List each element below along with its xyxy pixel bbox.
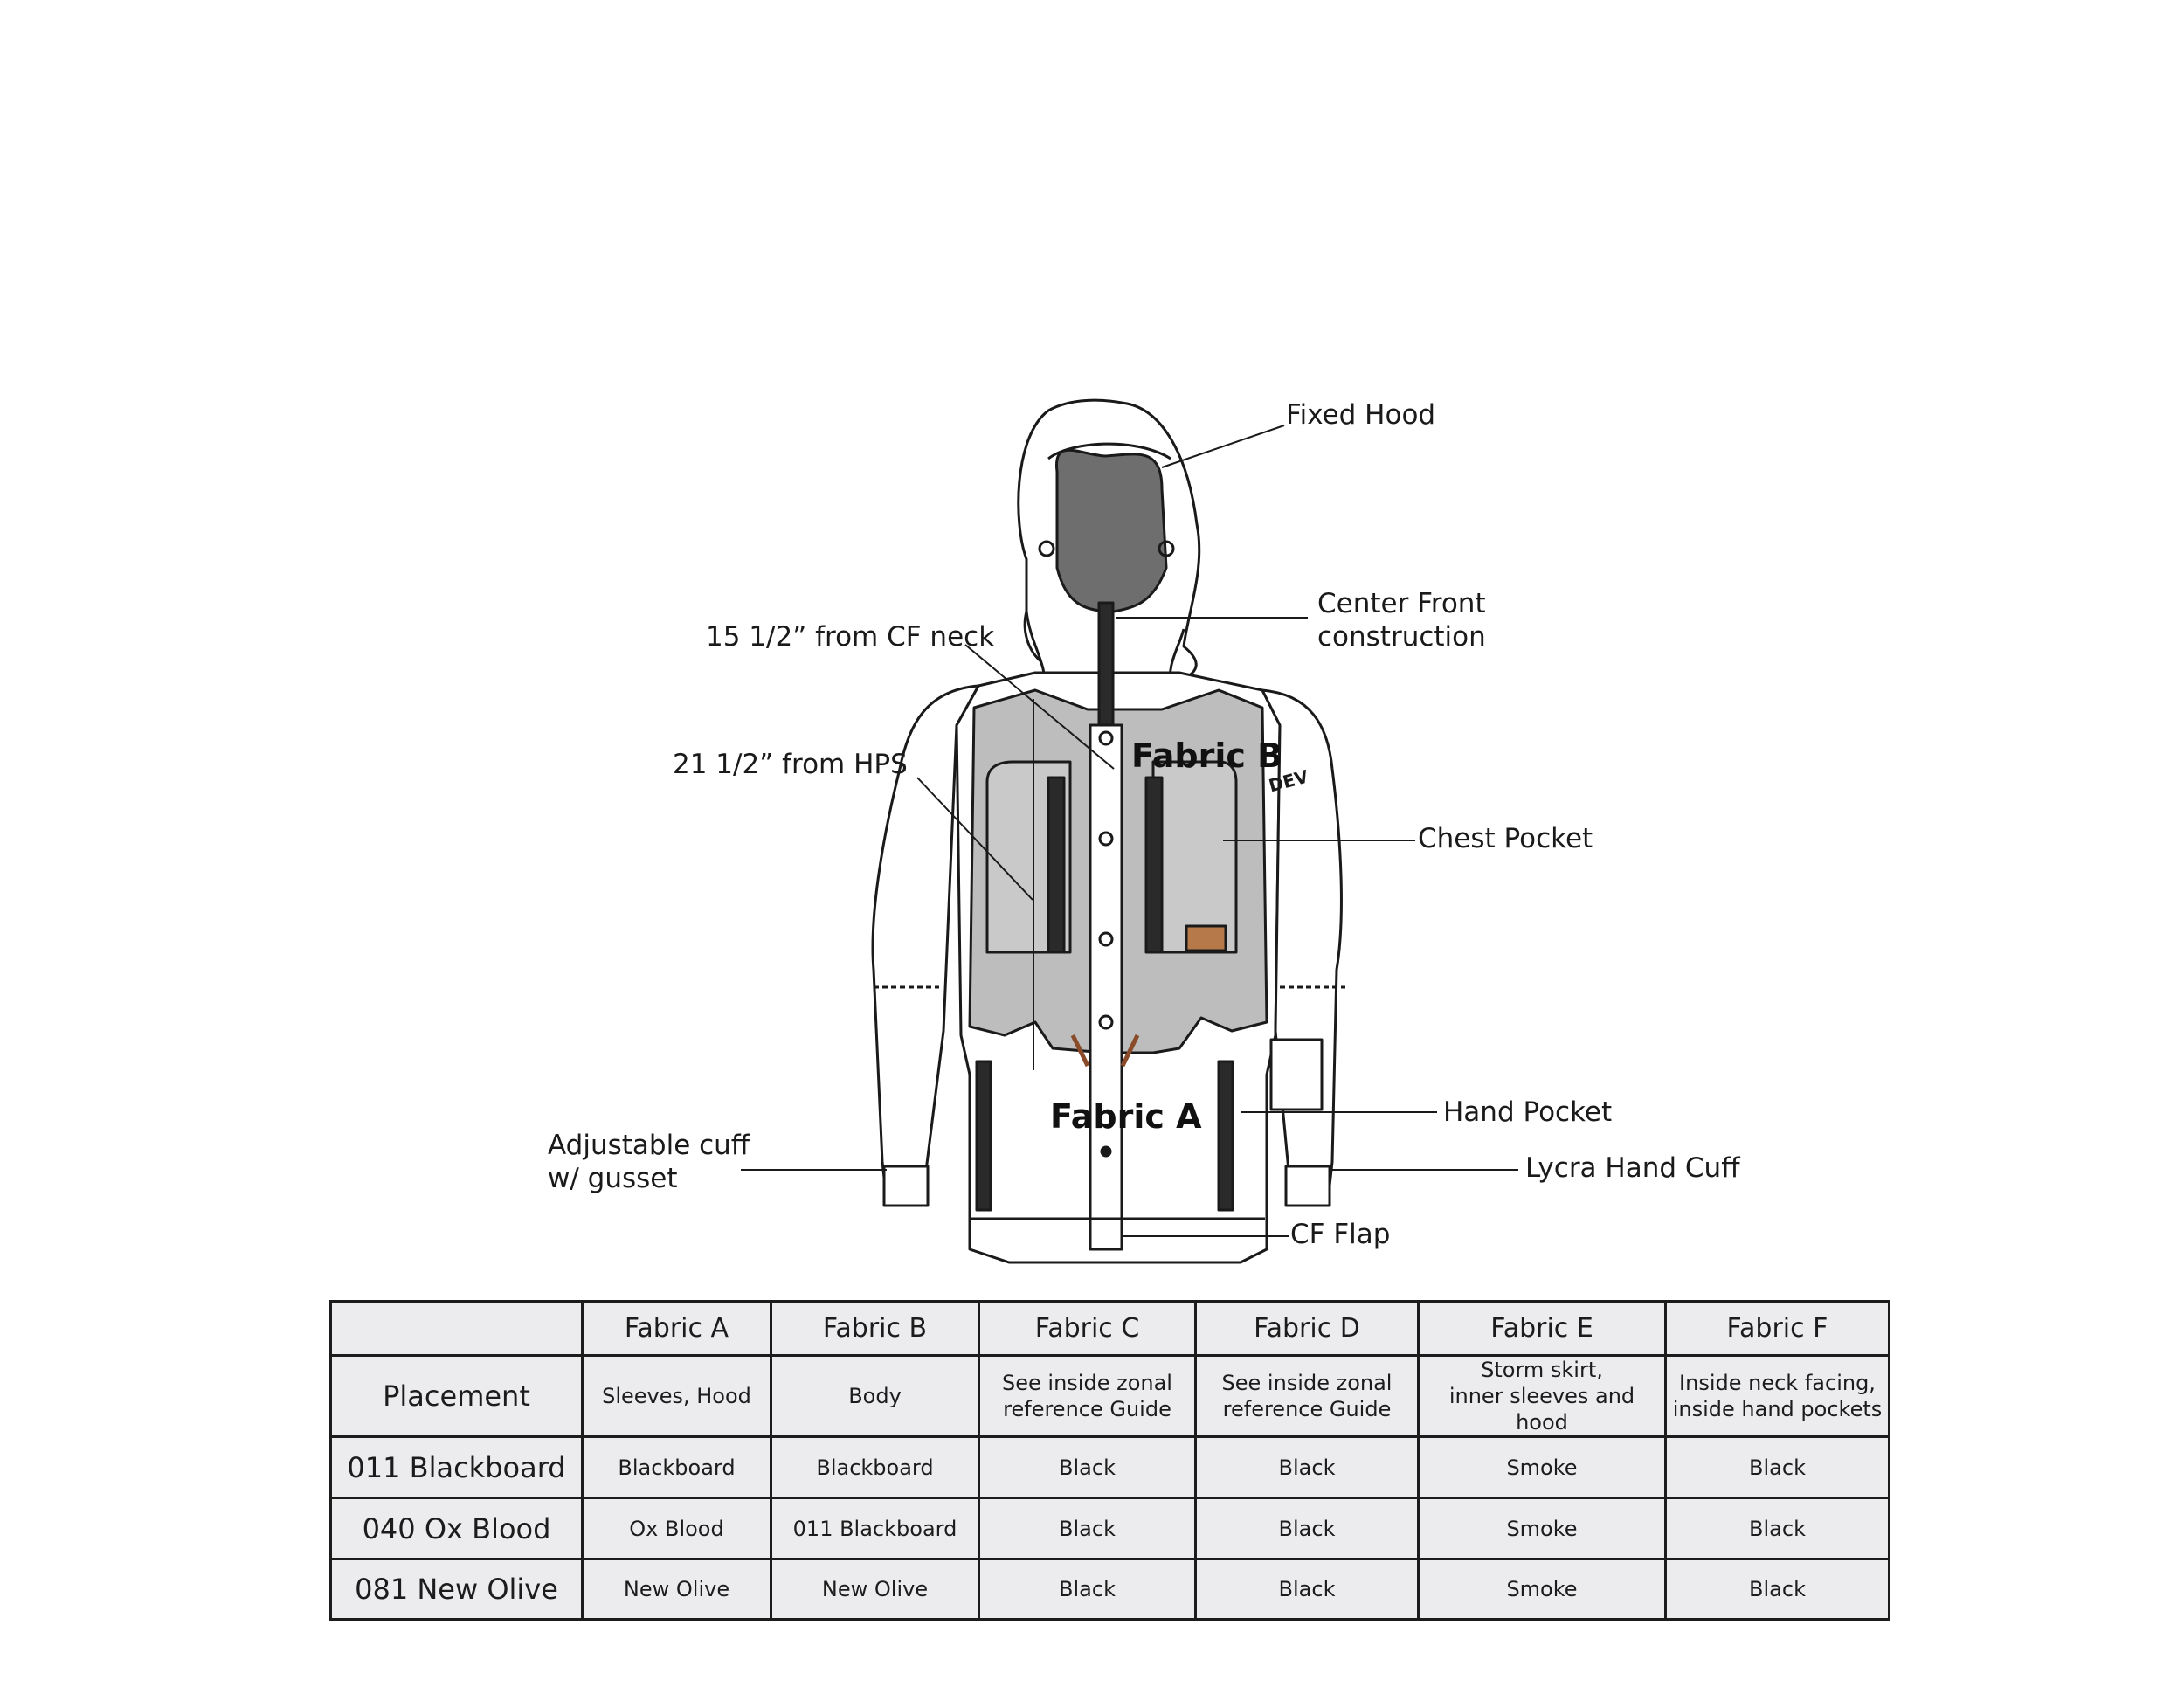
callout-lycra-cuff: Lycra Hand Cuff (1525, 1152, 1740, 1184)
right-chest-pocket (1151, 760, 1238, 954)
table-cell: Smoke (1417, 1558, 1667, 1621)
fabric-spec-table: Fabric A Fabric B Fabric C Fabric D Fabr… (329, 1300, 1890, 1621)
table-cell: Black (1664, 1497, 1890, 1560)
table-header-cell: Fabric D (1194, 1300, 1420, 1357)
callout-center-front: Center Front construction (1317, 588, 1486, 653)
table-cell: Black (1194, 1497, 1420, 1560)
table-cell: Black (978, 1497, 1197, 1560)
row-label: Placement (329, 1354, 584, 1438)
hood-lining (1054, 448, 1168, 613)
table-cell: 011 Blackboard (770, 1497, 980, 1560)
table-row: 011 Blackboard Blackboard Blackboard Bla… (329, 1435, 1890, 1499)
row-label: 040 Ox Blood (329, 1497, 584, 1560)
callout-fixed-hood: Fixed Hood (1286, 399, 1436, 431)
callout-adjustable-cuff: Adjustable cuff w/ gusset (548, 1130, 750, 1194)
callout-hand-pocket: Hand Pocket (1443, 1096, 1613, 1128)
table-row: 040 Ox Blood Ox Blood 011 Blackboard Bla… (329, 1497, 1890, 1560)
table-cell: Ox Blood (581, 1497, 772, 1560)
table-header-cell: Fabric E (1417, 1300, 1667, 1357)
fabric-a-label: Fabric A (1050, 1097, 1202, 1136)
table-header-cell: Fabric C (978, 1300, 1197, 1357)
table-cell: Storm skirt, inner sleeves and hood (1417, 1354, 1667, 1438)
jacket-flat-sketch (741, 398, 1518, 1264)
table-header-cell: Fabric A (581, 1300, 772, 1357)
table-cell: Inside neck facing, inside hand pockets (1664, 1354, 1890, 1438)
table-cell: Black (1664, 1558, 1890, 1621)
row-label: 011 Blackboard (329, 1435, 584, 1499)
table-cell: Black (1664, 1435, 1890, 1499)
callout-cf-neck: 15 1/2” from CF neck (706, 621, 995, 653)
label-patch (1185, 924, 1227, 952)
table-cell: Smoke (1417, 1497, 1667, 1560)
table-row: Placement Sleeves, Hood Body See inside … (329, 1354, 1890, 1438)
table-cell: Blackboard (770, 1435, 980, 1499)
table-cell: Black (1194, 1558, 1420, 1621)
table-cell: See inside zonal reference Guide (1194, 1354, 1420, 1438)
table-cell: Black (978, 1435, 1197, 1499)
table-header-row: Fabric A Fabric B Fabric C Fabric D Fabr… (329, 1300, 1890, 1357)
left-sleeve (871, 684, 980, 1207)
table-cell: Smoke (1417, 1435, 1667, 1499)
callout-chest-pocket: Chest Pocket (1418, 823, 1593, 854)
table-cell: New Olive (581, 1558, 772, 1621)
table-cell: Blackboard (581, 1435, 772, 1499)
jacket-outline (871, 398, 1345, 1264)
table-header-cell (329, 1300, 584, 1357)
table-header-cell: Fabric F (1664, 1300, 1890, 1357)
table-cell: New Olive (770, 1558, 980, 1621)
table-cell: Body (770, 1354, 980, 1438)
table-header-cell: Fabric B (770, 1300, 980, 1357)
row-label: 081 New Olive (329, 1558, 584, 1621)
table-cell: Sleeves, Hood (581, 1354, 772, 1438)
table-cell: Black (978, 1558, 1197, 1621)
table-cell: See inside zonal reference Guide (978, 1354, 1197, 1438)
table-row: 081 New Olive New Olive New Olive Black … (329, 1558, 1890, 1621)
table-cell: Black (1194, 1435, 1420, 1499)
callout-cf-flap: CF Flap (1290, 1219, 1391, 1250)
fabric-b-label: Fabric B (1131, 736, 1283, 775)
callout-leaders (741, 425, 1518, 1237)
callout-hps: 21 1/2” from HPS (673, 749, 908, 780)
